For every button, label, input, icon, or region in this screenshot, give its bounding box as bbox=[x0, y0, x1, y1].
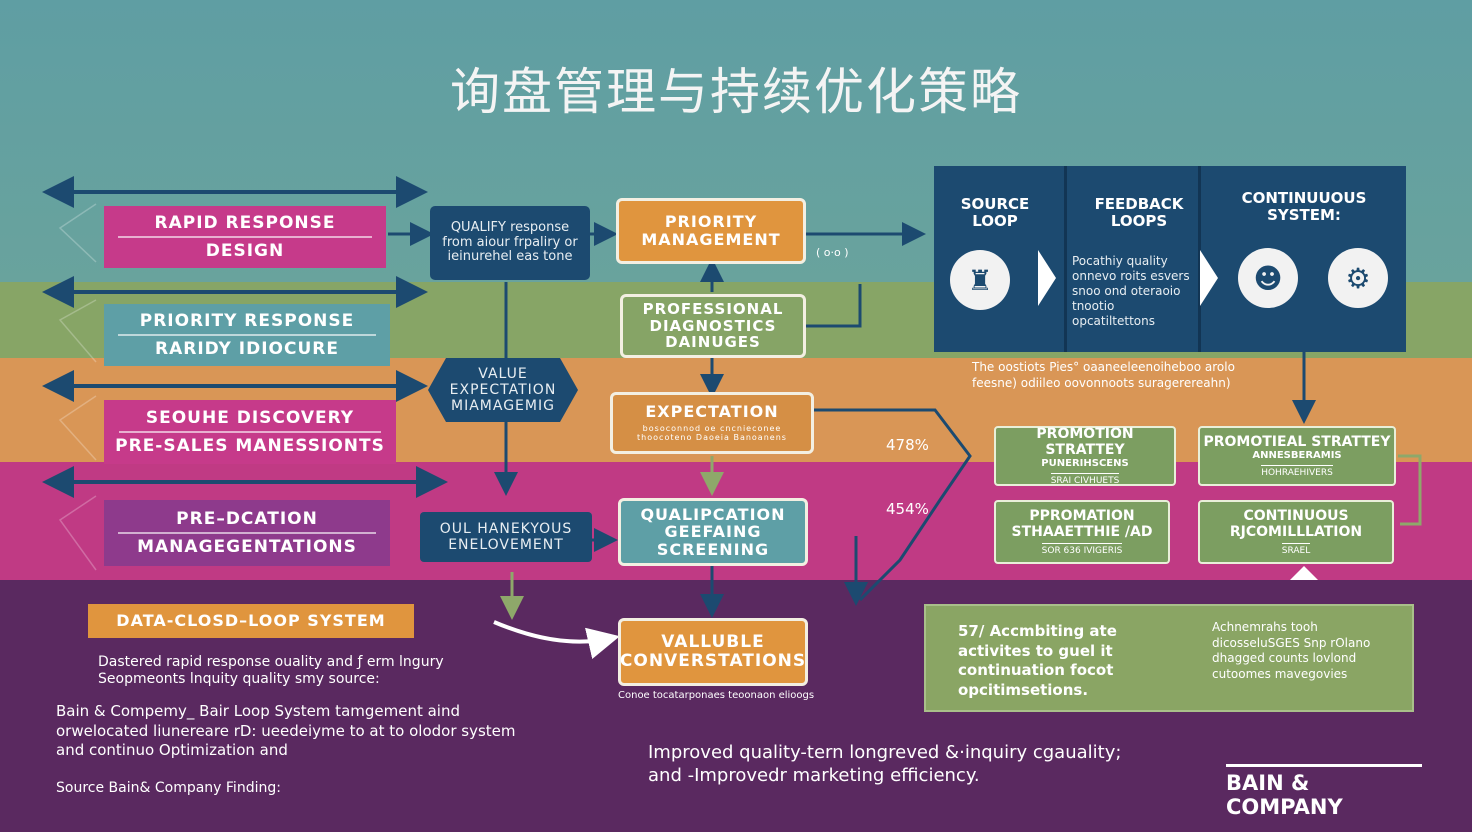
pre-dcation-line1: PRE–DCATION bbox=[176, 508, 318, 529]
promo-tag-2: ANNESBERAMIS bbox=[1252, 450, 1342, 462]
feedback-caption: The oostiots Pies° oaaneeleenoiheboo aro… bbox=[972, 360, 1235, 390]
promo-title-3: PPROMATION STHAAETTHIE /AD bbox=[1011, 507, 1153, 540]
continuous-box-4: CONTINUOUS RJCOMILLLATION SRAEL bbox=[1198, 500, 1394, 564]
promo-sub-1: SRAI CIVHUETS bbox=[1050, 472, 1120, 486]
promo-sub-4: SRAEL bbox=[1281, 542, 1311, 556]
bottom-left-paragraph-1: Dastered rapid response ouality and ƒ er… bbox=[98, 654, 444, 687]
professional-diagnostics-box: PROFESSIONAL DIAGNOSTICS DAINUGES bbox=[620, 294, 806, 358]
promo-title-1: PROMOTION STRATTEY bbox=[1036, 425, 1134, 459]
divider bbox=[118, 431, 382, 433]
rapid-response-line2: DESIGN bbox=[205, 241, 285, 261]
chevron-right-icon bbox=[1038, 250, 1056, 306]
result-right-text: Achnemrahs tooh dicosseluSGES Snp rOlano… bbox=[1212, 620, 1371, 681]
value-expectation-box: VALUE EXPECTATION MIAMAGEMIG bbox=[428, 358, 578, 422]
result-panel: 57/ Accmbiting ate activites to guel it … bbox=[924, 604, 1414, 712]
feedback-panel: SOURCE LOOP FEEDBACK LOOPS CONTINUUOUS S… bbox=[934, 166, 1406, 352]
arrow-label: ( o·o ) bbox=[816, 246, 849, 259]
feedback-col-loops: FEEDBACK LOOPS bbox=[1094, 195, 1184, 230]
brand-logo: BAIN & COMPANY bbox=[1226, 764, 1422, 819]
percent-label-2: 454% bbox=[886, 500, 929, 518]
promotion-strategy-box-2: PROMOTIEAL STRATTEY ANNESBERAMIS HOHRAEH… bbox=[1198, 426, 1396, 486]
feedback-col-source: SOURCE LOOP bbox=[960, 195, 1030, 230]
priority-response-line2: RARIDY IDIOCURE bbox=[155, 339, 339, 359]
expectation-sub: bosoconnod oe cncnieconee thoocoteno Dao… bbox=[637, 424, 787, 442]
brand-logo-text: BAIN & COMPANY bbox=[1226, 771, 1343, 819]
page-title: 询盘管理与持续优化策略 bbox=[450, 63, 1022, 121]
feedback-body-text: Pocathiy quality onnevo roits esvers sno… bbox=[1072, 254, 1190, 328]
promotion-strategy-box-1: PROMOTION STRATTEY PUNERIHSCENS SRAI CIV… bbox=[994, 426, 1176, 486]
result-left-text: 57/ Accmbiting ate activites to guel it … bbox=[958, 622, 1117, 699]
brand-logo-bar bbox=[1226, 764, 1422, 767]
divider bbox=[118, 532, 376, 534]
source-note: Source Bain& Company Finding: bbox=[56, 780, 281, 796]
valuable-conversations-box: VALLUBLE CONVERSTATIONS bbox=[618, 618, 808, 686]
chevron-right-icon bbox=[1200, 250, 1218, 306]
discovery-box: SEOUHE DISCOVERY PRE-SALES MANESSIONTS bbox=[104, 400, 396, 464]
expectation-title: EXPECTATION bbox=[645, 402, 779, 422]
data-closed-loop-box: DATA-CLOSD–LOOP SYSTEM bbox=[88, 604, 414, 638]
bottom-center-text: Improved quality-tern longreved &·inquir… bbox=[648, 742, 1122, 786]
priority-management-box: PRIORITY MANAGEMENT bbox=[616, 198, 806, 264]
promo-title-2: PROMOTIEAL STRATTEY bbox=[1203, 434, 1391, 451]
valuable-caption: Conoe tocatarponaes teoonaon elioogs bbox=[618, 690, 815, 701]
percent-label-1: 478% bbox=[886, 436, 929, 454]
promo-title-4: CONTINUOUS RJCOMILLLATION bbox=[1229, 507, 1363, 540]
promo-tag-1: PUNERIHSCENS bbox=[1041, 458, 1129, 470]
expectation-box: EXPECTATION bosoconnod oe cncnieconee th… bbox=[610, 392, 814, 454]
promotion-strategy-box-3: PPROMATION STHAAETTHIE /AD SOR 636 IVIGE… bbox=[994, 500, 1170, 564]
feedback-divider-2 bbox=[1198, 166, 1201, 352]
divider bbox=[118, 236, 372, 238]
priority-response-box: PRIORITY RESPONSE RARIDY IDIOCURE bbox=[104, 304, 390, 366]
pre-dcation-box: PRE–DCATION MANAGEGENTATIONS bbox=[104, 500, 390, 566]
tower-icon: ♜ bbox=[950, 250, 1010, 310]
feedback-divider-1 bbox=[1064, 166, 1067, 352]
rapid-response-line1: RAPID RESPONSE bbox=[154, 212, 336, 233]
priority-response-line1: PRIORITY RESPONSE bbox=[139, 310, 355, 331]
promo-sub-3: SOR 636 IVIGERIS bbox=[1041, 542, 1123, 556]
user-icon: ☻ bbox=[1238, 248, 1298, 308]
bottom-left-paragraph-2: Bain & Compemy_ Bair Loop System tamgeme… bbox=[56, 702, 516, 759]
promo-sub-2: HOHRAEHIVERS bbox=[1261, 464, 1333, 478]
discovery-line2: PRE-SALES MANESSIONTS bbox=[115, 436, 385, 456]
quality-response-box: QUALIFY response from aiour frpaliry or … bbox=[430, 206, 590, 280]
feedback-col-system: CONTINUUOUS SYSTEM: bbox=[1241, 189, 1367, 224]
discovery-line1: SEOUHE DISCOVERY bbox=[145, 407, 355, 428]
oul-box: OUL HANEKYOUS ENELOVEMENT bbox=[420, 512, 592, 562]
gear-icon: ⚙ bbox=[1328, 248, 1388, 308]
divider bbox=[118, 334, 376, 336]
rapid-response-design-box: RAPID RESPONSE DESIGN bbox=[104, 206, 386, 268]
qualification-screening-box: QUALIPCATION GEEFAING SCREENING bbox=[618, 498, 808, 566]
pre-dcation-line2: MANAGEGENTATIONS bbox=[137, 537, 357, 557]
